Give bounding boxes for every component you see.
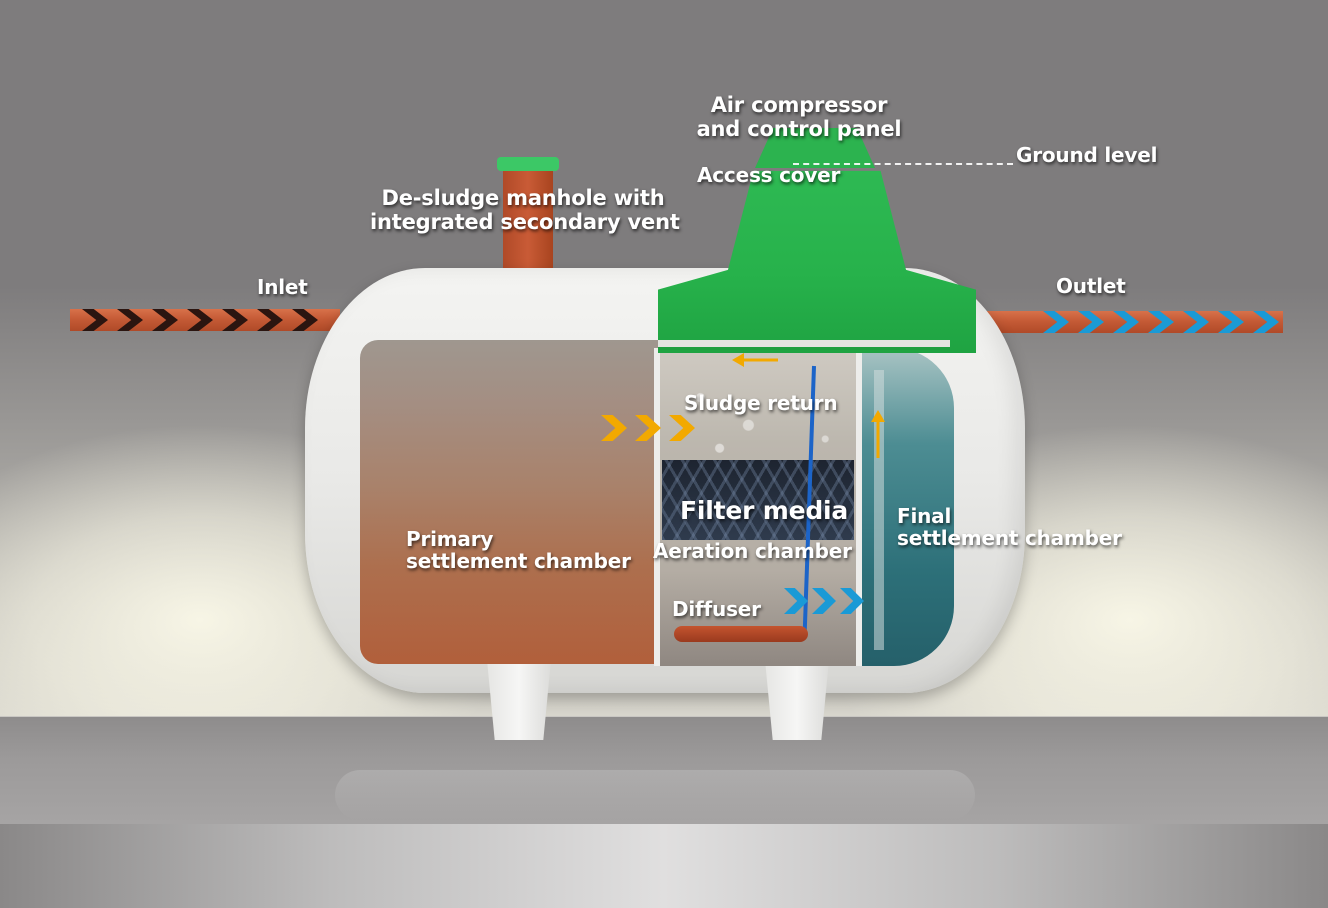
chevron-right-icon [257,309,283,331]
chevron-right-icon [292,309,318,331]
chevron-right-icon [117,309,143,331]
filter-media-label: Filter media [680,496,849,525]
ground-level-line [793,163,1013,165]
air-compressor-label: Air compressor and control panel [696,93,902,141]
chevron-right-icon [1218,311,1244,333]
sludge-return-arrow-left-icon [732,353,778,367]
chevron-right-icon [187,309,213,331]
chevron-right-icon [635,415,661,441]
chevron-right-icon [669,415,695,441]
aeration-to-final-arrows [784,588,864,614]
air-compressor-label-line2: and control panel [696,116,902,141]
inlet-label: Inlet [257,275,308,299]
chevron-right-icon [601,415,627,441]
manhole-cap [497,157,559,171]
access-cover-label: Access cover [697,163,841,187]
chevron-right-icon [1113,311,1139,333]
outlet-flow-arrows [1043,311,1279,333]
chevron-right-icon [1253,311,1279,333]
diffuser-label: Diffuser [672,597,761,621]
chevron-right-icon [812,588,836,614]
chevron-right-icon [222,309,248,331]
tank-foot-right [765,660,829,740]
sludge-return-label: Sludge return [684,391,838,415]
desludge-manhole-label: De-sludge manhole with integrated second… [370,186,680,234]
sludge-return-tube [874,370,884,650]
desludge-label-line1: De-sludge manhole with [381,186,665,210]
primary-to-aeration-arrows [601,415,695,441]
chevron-right-icon [1043,311,1069,333]
access-cover-lip [658,340,950,350]
inlet-flow-arrows [82,309,318,331]
tank-reflection [335,770,975,820]
primary-chamber-label: Primary settlement chamber [406,528,631,573]
background-floor [0,716,1328,824]
chevron-right-icon [840,588,864,614]
final-label-line1: Final [897,504,952,528]
outlet-label: Outlet [1056,274,1126,298]
chevron-right-icon [784,588,808,614]
chevron-right-icon [152,309,178,331]
desludge-label-line2: integrated secondary vent [370,209,680,234]
chevron-right-icon [1183,311,1209,333]
filter-media-block [662,460,854,540]
primary-settlement-chamber [360,340,660,664]
floor-front-edge [0,824,1328,908]
desludge-manhole [503,168,553,283]
chevron-right-icon [82,309,108,331]
primary-label-line1: Primary [406,527,494,551]
chevron-right-icon [1078,311,1104,333]
sludge-return-arrow-up-icon [871,410,885,458]
primary-label-line2: settlement chamber [406,549,631,574]
diffuser-bar [674,626,808,642]
aeration-bubbles [662,370,854,462]
aeration-chamber-label: Aeration chamber [653,539,852,563]
compressor-housing [755,128,875,168]
final-label-line2: settlement chamber [897,526,1122,551]
final-chamber-label: Final settlement chamber [897,505,1122,550]
ground-level-label: Ground level [1016,143,1158,167]
chevron-right-icon [1148,311,1174,333]
tank-foot-left [487,660,551,740]
air-compressor-label-line1: Air compressor [710,93,888,117]
